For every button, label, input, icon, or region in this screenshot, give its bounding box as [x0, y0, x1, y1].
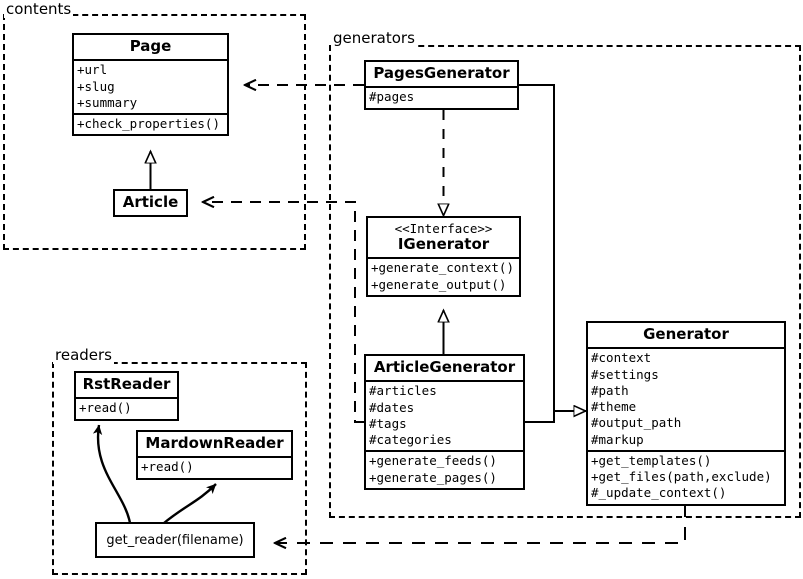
- class-name-articlegenerator: ArticleGenerator: [373, 358, 516, 376]
- class-operation: +read(): [141, 459, 194, 475]
- class-operation: +get_templates(): [591, 452, 712, 468]
- class-operation: +generate_output(): [371, 276, 507, 292]
- class-attribute: #output_path: [591, 415, 682, 431]
- class-attribute: #pages: [369, 89, 415, 105]
- class-attribute: #markup: [591, 431, 644, 447]
- class-name-rstreader: RstReader: [82, 375, 171, 393]
- class-operations-rstreader: +read(): [76, 397, 177, 418]
- class-name-text: IGenerator: [397, 235, 490, 253]
- class-stereotype-igenerator: <<Interface>>: [394, 221, 493, 236]
- class-operation: #_update_context(): [591, 485, 727, 501]
- class-operation: +generate_context(): [371, 260, 514, 276]
- class-attribute: #context: [591, 350, 652, 366]
- class-box-igenerator[interactable]: <<Interface>> IGenerator +generate_conte…: [366, 216, 521, 297]
- class-attributes-generator: #context #settings #path #theme #output_…: [588, 347, 784, 450]
- class-name-article: Article: [122, 193, 179, 211]
- class-operation: +generate_feeds(): [369, 453, 497, 469]
- class-name-generator: Generator: [643, 325, 729, 343]
- class-attribute: +slug: [77, 78, 115, 94]
- class-attribute: #dates: [369, 399, 415, 415]
- function-node-get-reader[interactable]: get_reader(filename): [95, 522, 255, 558]
- class-attributes-articlegenerator: #articles #dates #tags #categories: [366, 380, 523, 450]
- class-attribute: #settings: [591, 366, 659, 382]
- class-box-pagesgenerator[interactable]: PagesGenerator #pages: [364, 60, 519, 110]
- class-operation: +generate_pages(): [369, 469, 497, 485]
- class-name-pagesgenerator: PagesGenerator: [373, 64, 510, 82]
- class-box-mardownreader[interactable]: MardownReader +read(): [136, 430, 293, 480]
- package-label-generators: generators: [331, 29, 417, 47]
- class-attribute: #categories: [369, 432, 452, 447]
- class-operations-mardownreader: +read(): [138, 456, 291, 477]
- class-attributes-pagesgenerator: #pages: [366, 86, 517, 107]
- class-operations-igenerator: +generate_context() +generate_output(): [368, 257, 519, 295]
- class-attribute: +summary: [77, 94, 138, 110]
- class-box-articlegenerator[interactable]: ArticleGenerator #articles #dates #tags …: [364, 354, 525, 490]
- class-attributes-page: +url +slug +summary: [74, 59, 227, 113]
- package-frame-generators: [329, 45, 801, 518]
- class-attribute: #path: [591, 382, 629, 398]
- class-operation: +check_properties(): [77, 116, 220, 131]
- class-box-page[interactable]: Page +url +slug +summary +check_properti…: [72, 33, 229, 137]
- class-attribute: +url: [77, 62, 108, 78]
- class-operations-generator: +get_templates() +get_files(path,exclude…: [588, 449, 784, 504]
- class-name-igenerator: <<Interface>> IGenerator: [368, 218, 519, 257]
- class-box-generator[interactable]: Generator #context #settings #path #them…: [586, 321, 786, 506]
- class-operations-articlegenerator: +generate_feeds() +generate_pages(): [366, 450, 523, 488]
- class-box-rstreader[interactable]: RstReader +read(): [74, 371, 179, 421]
- package-label-readers: readers: [53, 346, 114, 364]
- class-operation: +read(): [79, 400, 132, 416]
- package-frame-readers: [52, 362, 307, 575]
- function-node-label: get_reader(filename): [106, 532, 244, 548]
- class-name-mardownreader: MardownReader: [145, 434, 284, 452]
- class-name-page: Page: [129, 37, 172, 55]
- class-operations-page: +check_properties(): [74, 113, 227, 134]
- class-box-article[interactable]: Article: [113, 189, 188, 218]
- class-attribute: #tags: [369, 415, 407, 431]
- class-attribute: #theme: [591, 399, 637, 414]
- package-label-contents: contents: [4, 0, 74, 18]
- package-frame-contents: [3, 14, 306, 250]
- class-operation: +get_files(path,exclude): [591, 469, 772, 484]
- class-attribute: #articles: [369, 383, 437, 399]
